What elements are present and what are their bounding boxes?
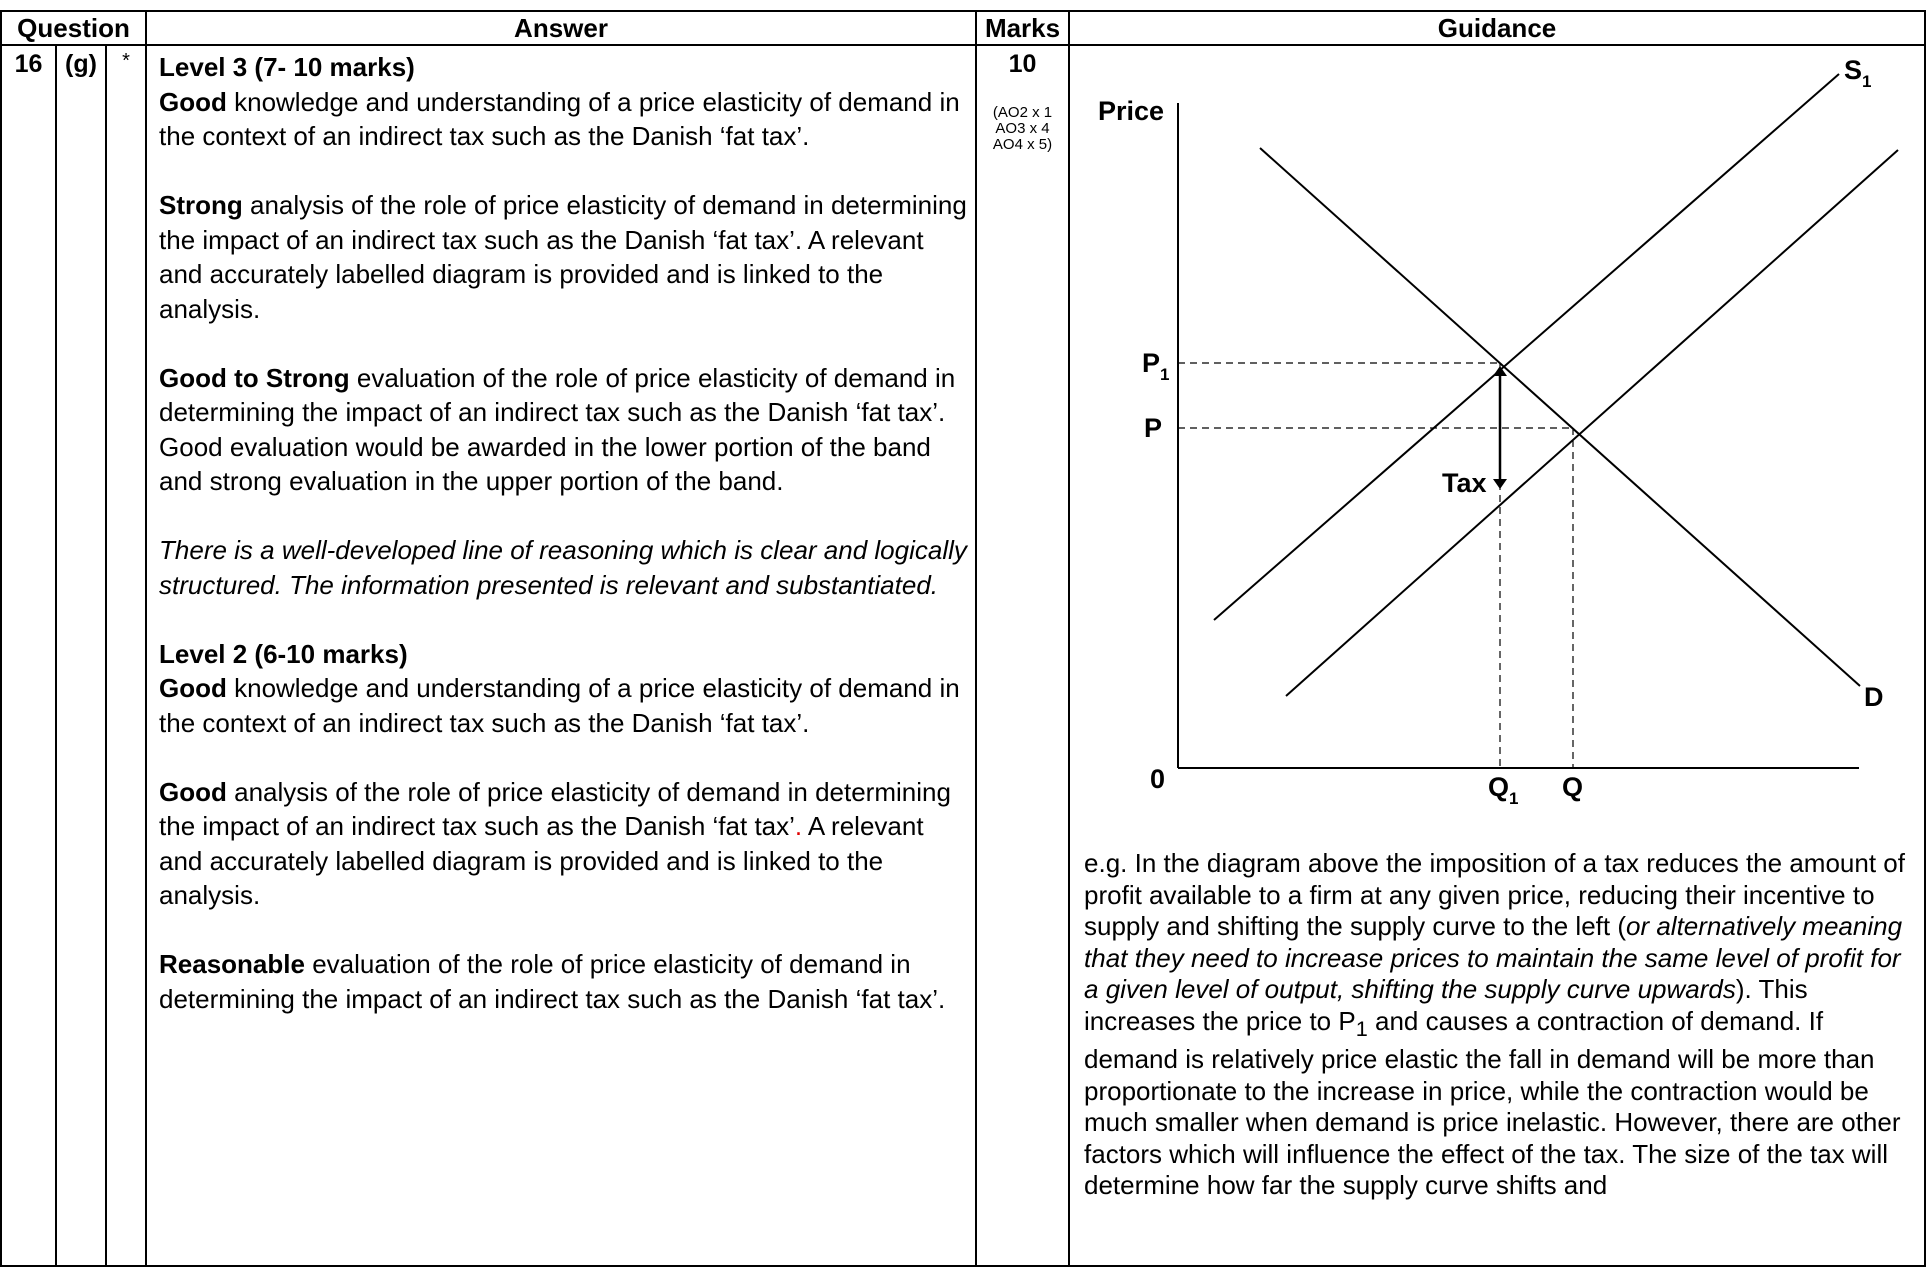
mark-scheme-table: Question Answer Marks Guidance 16 (g) * … (0, 10, 1927, 1267)
level3-block: Level 3 (7- 10 marks) Good knowledge and… (159, 50, 967, 154)
guidance-text: e.g. In the diagram above the imposition… (1070, 848, 1924, 1202)
q1-label: Q1 (1488, 772, 1518, 808)
level2-evaluation-text: evaluation of the role of price elastici… (159, 949, 946, 1014)
p1-label-main: P (1142, 348, 1160, 378)
level2-analysis-text-a: analysis of the role of price elasticity… (159, 776, 951, 842)
guidance-text-subscript: 1 (1355, 1015, 1368, 1041)
level3-knowledge-text: knowledge and understanding of a price e… (159, 86, 960, 152)
marks-ao-line: AO4 x 5) (992, 136, 1053, 153)
supply-label-subscript: 1 (1862, 72, 1871, 91)
level3-reasoning-italic: There is a well-developed line of reason… (159, 535, 967, 600)
level3-knowledge-bold: Good (159, 86, 227, 117)
origin-label: 0 (1150, 764, 1165, 794)
question-part: (g) (55, 44, 107, 1267)
level2-analysis-text-b: A relevant and accurately labelled diagr… (159, 811, 924, 910)
tax-incidence-diagram: Price 0 S1 D P1 P Q1 Q Tax (1098, 55, 1899, 808)
supply-label-main: S (1844, 55, 1862, 85)
level2-block: Level 2 (6-10 marks) Good knowledge and … (159, 637, 967, 741)
guidance-text-c: and causes a contraction of demand. If d… (1084, 1005, 1901, 1201)
level3-analysis-text: analysis of the role of price elasticity… (159, 190, 967, 324)
p-label: P (1144, 413, 1162, 443)
level3-reasoning: There is a well-developed line of reason… (159, 533, 967, 602)
level2-knowledge-text: knowledge and understanding of a price e… (159, 673, 960, 738)
q1-label-main: Q (1488, 772, 1509, 802)
marks-ao-line: AO3 x 4 (995, 120, 1050, 137)
guidance-text-b: ). This increases the price to P (1084, 974, 1808, 1036)
question-number: 16 (0, 44, 57, 1267)
header-marks: Marks (975, 10, 1071, 46)
header-guidance: Guidance (1068, 10, 1927, 46)
tax-label: Tax (1442, 468, 1487, 498)
marks-total: 10 (1008, 50, 1037, 78)
supply-curve-original (1285, 149, 1899, 697)
level2-knowledge-bold: Good (159, 673, 227, 703)
supply-label: S1 (1844, 55, 1871, 91)
marks-ao-breakdown: (AO2 x 1 AO3 x 4 AO4 x 5) (977, 105, 1068, 153)
level2-evaluation-bold: Reasonable (159, 949, 305, 979)
level2-analysis-bold: Good (159, 776, 227, 807)
level3-evaluation-note: Good evaluation would be awarded in the … (159, 431, 931, 497)
level2-analysis: Good analysis of the role of price elast… (159, 775, 967, 913)
answer-cell: Level 3 (7- 10 marks) Good knowledge and… (145, 44, 978, 1267)
guidance-cell: Price 0 S1 D P1 P Q1 Q Tax e.g. In the d… (1068, 44, 1927, 1267)
header-question: Question (0, 10, 148, 46)
question-row: 16 (g) * Level 3 (7- 10 marks) Good know… (0, 44, 1927, 1267)
p1-label: P1 (1142, 348, 1169, 384)
q1-label-subscript: 1 (1509, 789, 1518, 808)
header-row: Question Answer Marks Guidance (0, 10, 1927, 46)
demand-curve (1259, 147, 1861, 687)
header-answer: Answer (145, 10, 978, 46)
marks-ao-line: (AO2 x 1 (992, 104, 1053, 121)
question-flag: * (104, 44, 148, 1267)
level2-analysis-red-dot: . (794, 811, 803, 841)
q-label: Q (1562, 772, 1583, 802)
p1-label-subscript: 1 (1160, 365, 1169, 384)
level3-evaluation-text: evaluation of the role of price elastici… (159, 362, 956, 428)
level3-evaluation: Good to Strong evaluation of the role of… (159, 361, 967, 430)
level2-title: Level 2 (6-10 marks) (159, 638, 408, 669)
demand-label: D (1864, 682, 1884, 712)
marks-cell: 10 (AO2 x 1 AO3 x 4 AO4 x 5) (975, 44, 1071, 1267)
level3-title: Level 3 (7- 10 marks) (159, 52, 415, 82)
y-axis-label: Price (1098, 96, 1164, 126)
guidance-text-italic: or alternatively meaning that they need … (1084, 911, 1903, 1004)
level3-analysis-bold: Strong (159, 190, 243, 220)
level2-evaluation: Reasonable evaluation of the role of pri… (159, 947, 967, 1016)
level3-analysis: Strong analysis of the role of price ela… (159, 188, 967, 326)
level3-evaluation-bold: Good to Strong (159, 362, 350, 393)
guidance-text-a: e.g. In the diagram above the imposition… (1084, 848, 1905, 941)
supply-curve-s1 (1213, 73, 1840, 621)
